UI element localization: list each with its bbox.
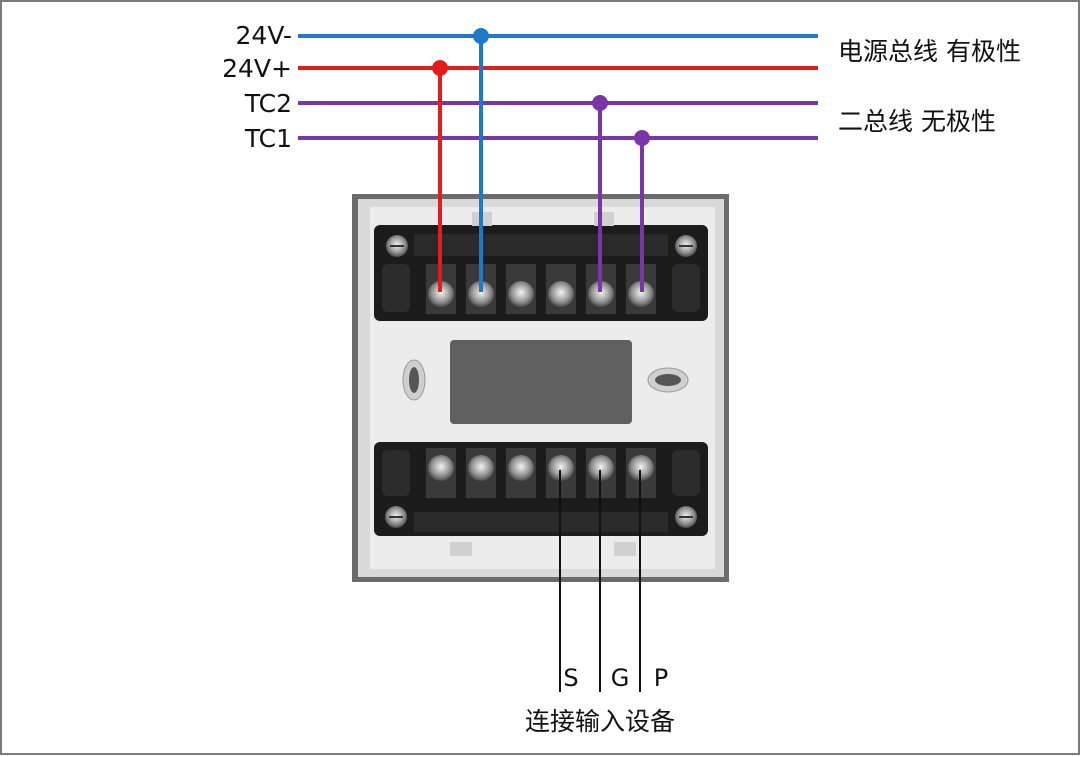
junction-tc2 [592, 95, 608, 111]
bottom-terminal-screw-3 [506, 448, 536, 498]
bottom-mount-screw-left [385, 506, 407, 528]
top-mount-screw-left [386, 235, 408, 257]
annotation-power-bus: 电源总线 有极性 [838, 37, 1021, 66]
caption-connect-input-device: 连接输入设备 [525, 707, 675, 736]
annotation-two-bus: 二总线 无极性 [838, 107, 996, 136]
top-mount-screw-right [675, 235, 697, 257]
indicator-window [450, 340, 632, 424]
bottom-mount-screw-right [675, 506, 697, 528]
label-tc1: TC1 [244, 124, 292, 153]
label-output-g: G [611, 664, 630, 692]
junction-tc1 [634, 130, 650, 146]
junction-24v-minus [473, 28, 489, 44]
bottom-terminal-screw-1 [426, 448, 456, 498]
label-24v-minus: 24V- [236, 21, 292, 50]
label-output-p: P [654, 664, 668, 692]
top-terminal-screw-3 [506, 264, 536, 314]
junction-24v-plus [432, 60, 448, 76]
label-output-s: S [563, 664, 578, 692]
label-tc2: TC2 [244, 89, 292, 118]
module-device [352, 194, 729, 582]
bottom-terminal-screw-2 [466, 448, 496, 498]
top-terminal-block [374, 212, 708, 321]
label-24v-plus: 24V+ [222, 54, 292, 83]
top-terminal-screw-2 [466, 264, 496, 314]
top-terminal-screw-4 [546, 264, 576, 314]
